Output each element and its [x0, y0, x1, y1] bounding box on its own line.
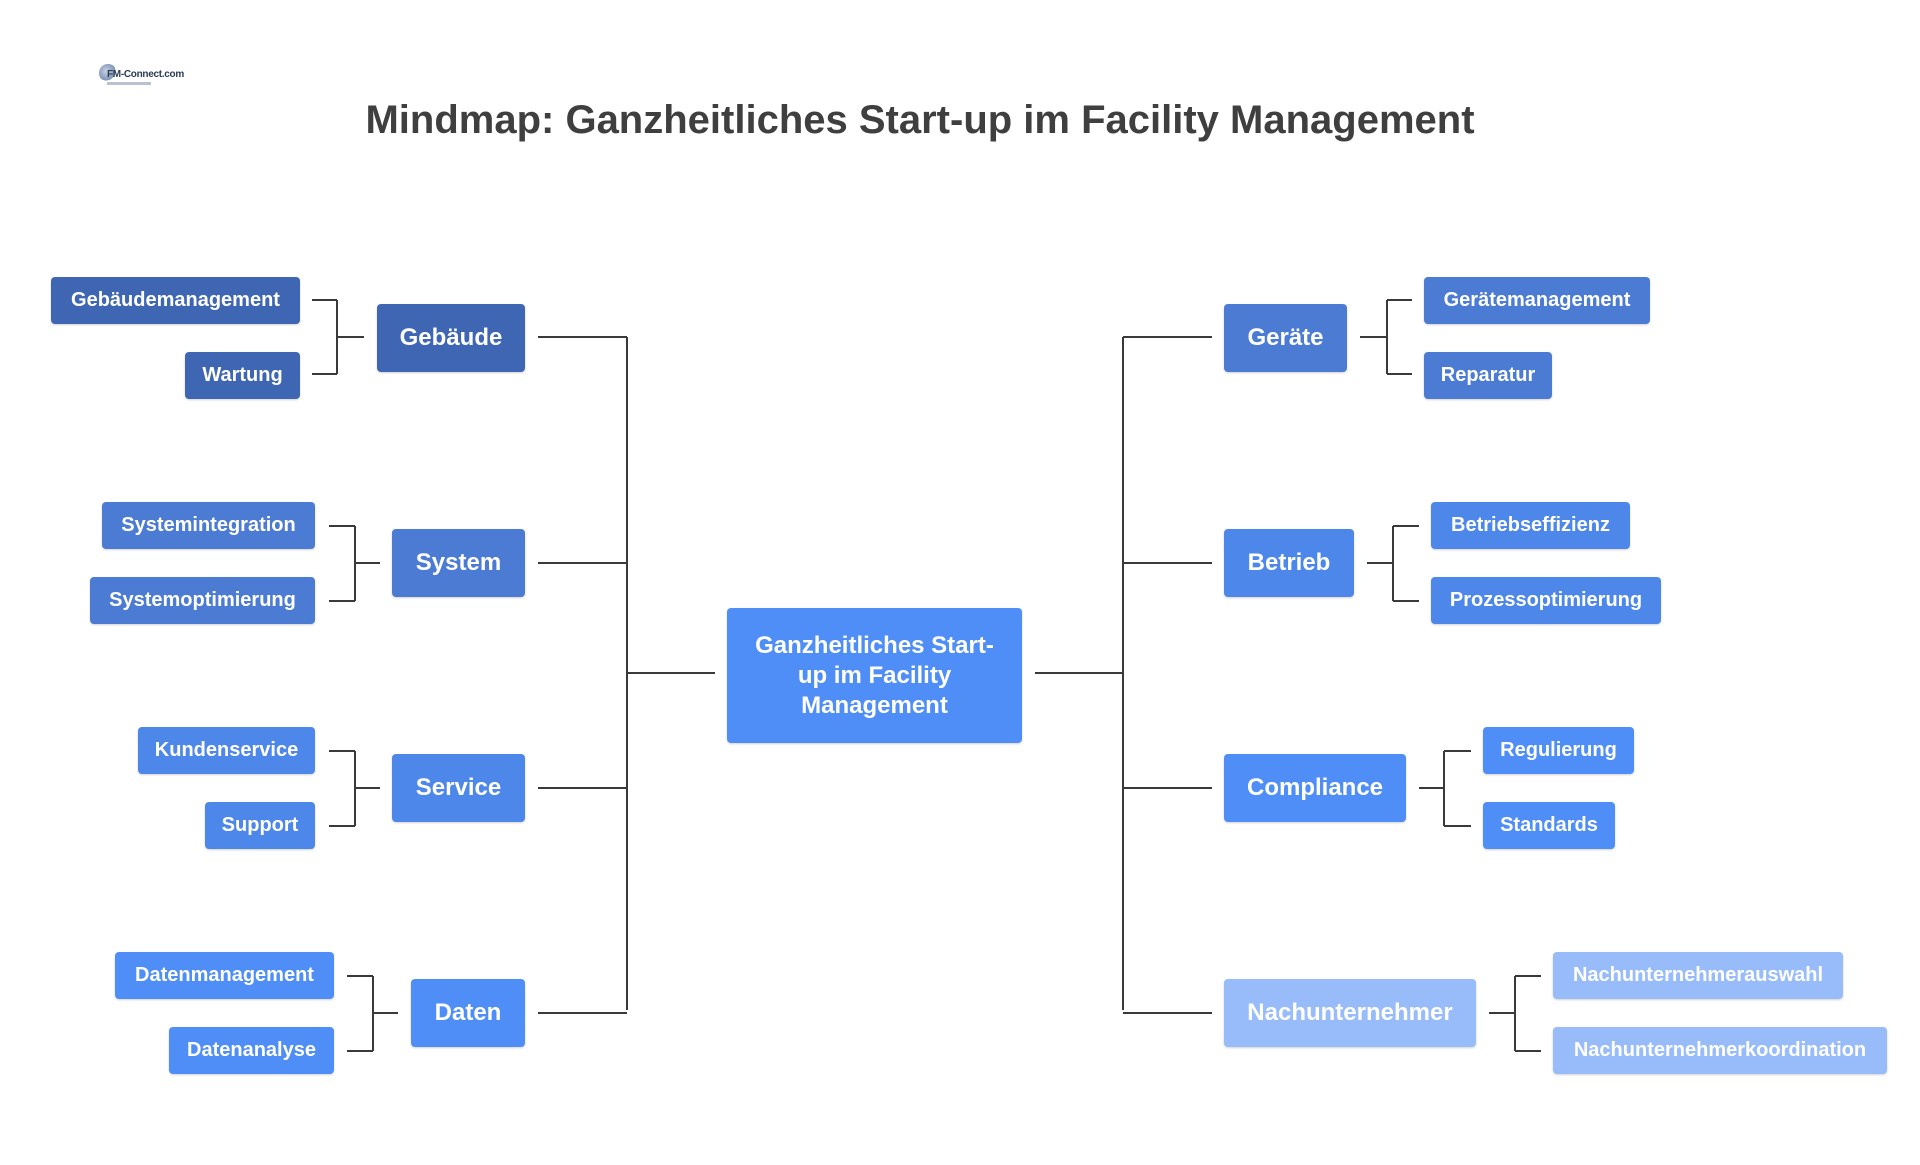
- bracket-compliance: [1419, 750, 1471, 827]
- bracket-daten: [347, 975, 398, 1052]
- leaf-node-gebaeudemanagement: Gebäudemanagement: [51, 277, 300, 324]
- leaf-node-datenanalyse: Datenanalyse: [169, 1027, 334, 1074]
- branch-node-service: Service: [392, 754, 525, 822]
- branch-node-compliance: Compliance: [1224, 754, 1406, 822]
- bracket-gebaeude: [312, 299, 364, 375]
- leaf-node-datenmanagement: Datenmanagement: [115, 952, 334, 999]
- bracket-nachunternehmer: [1489, 975, 1541, 1052]
- logo-mark-icon: [99, 64, 117, 82]
- leaf-node-reparatur: Reparatur: [1424, 352, 1552, 399]
- branch-node-nachunternehmer: Nachunternehmer: [1224, 979, 1476, 1047]
- leaf-node-wartung: Wartung: [185, 352, 300, 399]
- leaf-node-kundenservice: Kundenservice: [138, 727, 315, 774]
- leaf-node-betriebseffizienz: Betriebseffizienz: [1431, 502, 1630, 549]
- bracket-geraete: [1360, 299, 1412, 375]
- branch-node-system: System: [392, 529, 525, 597]
- leaf-node-standards: Standards: [1483, 802, 1615, 849]
- leaf-node-systemintegration: Systemintegration: [102, 502, 315, 549]
- leaf-node-nachunternehmerkoordination: Nachunternehmerkoordination: [1553, 1027, 1887, 1074]
- leaf-node-systemoptimierung: Systemoptimierung: [90, 577, 315, 624]
- leaf-node-prozessoptimierung: Prozessoptimierung: [1431, 577, 1661, 624]
- branch-node-gebaeude: Gebäude: [377, 304, 525, 372]
- logo-text: FM-Connect.com: [107, 69, 184, 80]
- center-node: Ganzheitliches Start-up im Facility Mana…: [727, 608, 1022, 743]
- branch-node-daten: Daten: [411, 979, 525, 1047]
- logo-tagline-bar: [107, 82, 151, 85]
- leaf-node-regulierung: Regulierung: [1483, 727, 1634, 774]
- leaf-node-nachunternehmerauswahl: Nachunternehmerauswahl: [1553, 952, 1843, 999]
- company-logo: FM-Connect.com: [99, 62, 184, 96]
- leaf-node-geraetemanagement: Gerätemanagement: [1424, 277, 1650, 324]
- bracket-system: [329, 525, 380, 602]
- bracket-betrieb: [1367, 525, 1419, 602]
- branch-node-betrieb: Betrieb: [1224, 529, 1354, 597]
- leaf-node-support: Support: [205, 802, 315, 849]
- branch-node-geraete: Geräte: [1224, 304, 1347, 372]
- page-title: Mindmap: Ganzheitliches Start-up im Faci…: [365, 98, 1475, 142]
- bracket-service: [329, 750, 380, 827]
